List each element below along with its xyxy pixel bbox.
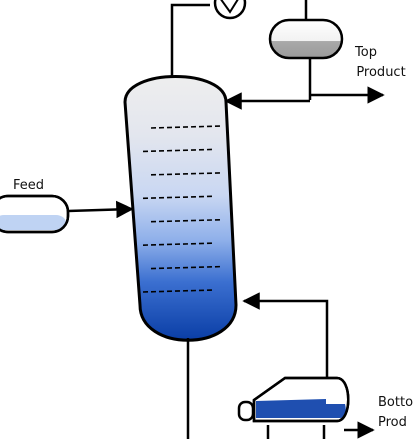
- pump-icon: [213, 0, 247, 20]
- top-product-label-2: Product: [356, 65, 405, 80]
- reboiler-return-line: [242, 292, 329, 385]
- bottom-product-label-2: Prod: [378, 415, 407, 430]
- top-product-label-1: Top: [354, 45, 377, 60]
- feed-vessel-icon: [0, 194, 70, 234]
- reflux-drum-icon: [268, 18, 344, 60]
- column-trays: [142, 125, 223, 293]
- column-tray: [150, 172, 223, 176]
- column-tray: [142, 242, 215, 246]
- column-tray: [142, 195, 215, 200]
- reboiler-icon: [237, 376, 350, 439]
- column-tray: [142, 148, 215, 153]
- distillation-column: [123, 75, 238, 342]
- column-tray: [150, 125, 223, 129]
- column-tray: [150, 265, 223, 270]
- overhead-vapor-line: [170, 3, 210, 76]
- bottom-product-label-1: Botto: [378, 395, 413, 410]
- feed-label: Feed: [13, 178, 44, 193]
- column-tray: [150, 218, 223, 223]
- column-tray: [142, 289, 215, 293]
- feed-line: [67, 200, 134, 219]
